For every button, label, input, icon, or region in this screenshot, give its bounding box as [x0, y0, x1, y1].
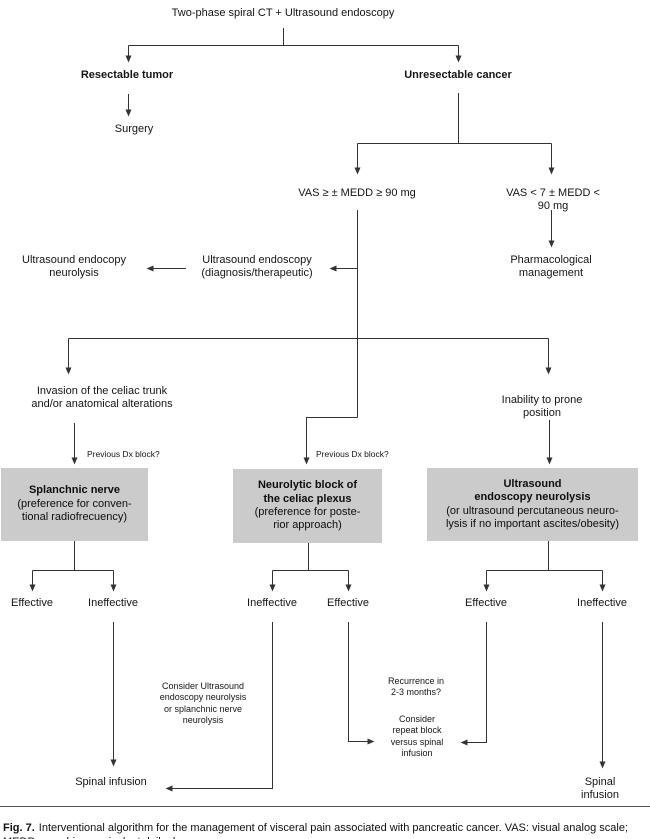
box-us-neurolysis: Ultrasound endoscopy neurolysis (or ultr…	[427, 468, 638, 541]
caption-label: Fig. 7.	[3, 822, 35, 834]
outcome-mid-effective: Effective	[327, 597, 369, 609]
box-neurolytic-block: Neurolytic block of the celiac plexus (p…	[233, 469, 382, 543]
caption-divider	[0, 806, 650, 807]
node-root: Two-phase spiral CT + Ultrasound endosco…	[171, 7, 395, 19]
box-us-sub: (or ultrasound percutaneous neuro- lysis…	[445, 504, 619, 530]
node-unresectable-cancer: Unresectable cancer	[404, 69, 512, 81]
caption-text: Interventional algorithm for the managem…	[3, 822, 629, 839]
note-consider-us-neurolysis: Consider Ultrasound endoscopy neurolysis…	[159, 681, 247, 725]
node-vas-high: VAS ≥ ± MEDD ≥ 90 mg	[298, 187, 416, 199]
outcome-mid-ineffective: Ineffective	[247, 597, 297, 609]
edge-to-neurolytic-box-arrow	[303, 417, 358, 465]
node-us-endoscopy-neurolysis: Ultrasound endocopy neurolysis	[22, 254, 126, 280]
node-spinal-infusion-left: Spinal infusion	[75, 776, 147, 788]
box-splanchnic-title: Splanchnic nerve	[28, 484, 121, 497]
node-spinal-infusion-right: Spinal infusion	[581, 776, 619, 802]
outcome-left-effective: Effective	[11, 597, 53, 609]
node-resectable-tumor: Resectable tumor	[80, 69, 174, 81]
edge-mideff-repeat-arrow	[348, 622, 375, 745]
box-neurolytic-title: Neurolytic block of the celiac plexus	[257, 479, 358, 505]
box-splanchnic-sub: (preference for conven- tional radiofrec…	[17, 497, 132, 524]
box-splanchnic-nerve: Splanchnic nerve (preference for conven-…	[1, 468, 148, 541]
edge-midineff-spinal-arrow	[165, 622, 273, 792]
label-previous-dx-mid: Previous Dx block?	[316, 449, 389, 459]
outcome-right-effective: Effective	[465, 597, 507, 609]
box-neurolytic-sub: (preference for poste- rior approach)	[254, 506, 361, 532]
outcome-left-ineffective: Ineffective	[88, 597, 138, 609]
node-inability-prone: Inability to prone position	[501, 394, 583, 420]
node-pharmacological: Pharmacological management	[510, 254, 592, 280]
node-surgery: Surgery	[114, 123, 154, 135]
note-consider-repeat: Consider repeat block versus spinal infu…	[390, 714, 444, 758]
node-vas-low: VAS < 7 ± MEDD < 90 mg	[506, 187, 600, 213]
box-us-title: Ultrasound endoscopy neurolysis	[474, 477, 591, 504]
label-previous-dx-left: Previous Dx block?	[87, 449, 160, 459]
node-us-endoscopy-diag: Ultrasound endoscopy (diagnosis/therapeu…	[201, 254, 313, 280]
node-invasion-celiac: Invasion of the celiac trunk and/or anat…	[31, 385, 173, 411]
note-recurrence: Recurrence in 2-3 months?	[387, 676, 445, 698]
outcome-right-ineffective: Ineffective	[577, 597, 627, 609]
edge-righteff-repeat-arrow	[460, 622, 487, 746]
figure-caption: Fig. 7.Interventional algorithm for the …	[3, 822, 648, 839]
